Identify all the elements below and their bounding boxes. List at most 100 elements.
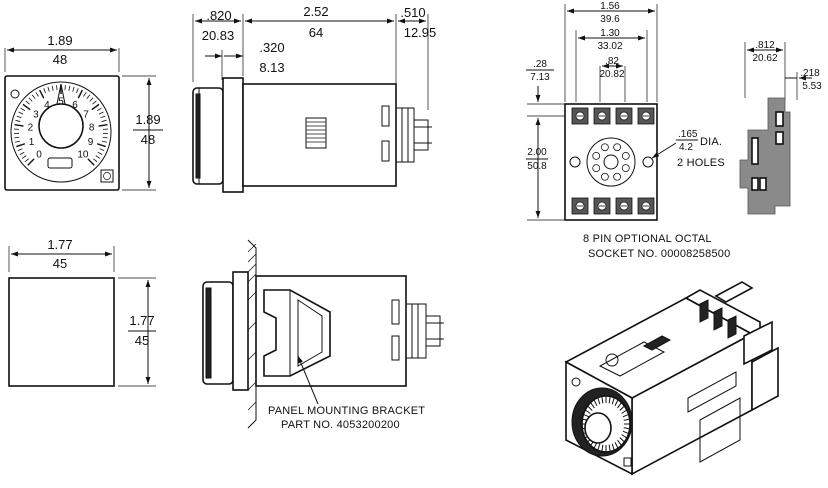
socket-terminal-span-mm: 33.02: [597, 41, 622, 52]
octal-ring: [586, 137, 636, 187]
dial-tick: [16, 115, 22, 119]
dial-tick: [98, 111, 104, 115]
cutout-height-mm: 45: [135, 333, 149, 348]
dial-tick: [98, 123, 108, 127]
socket-caption-1: 8 PIN OPTIONAL OCTAL: [583, 233, 712, 245]
indicator-lamp: [10, 89, 20, 99]
screw-head: [103, 172, 111, 180]
octal-pin-hole: [613, 172, 622, 181]
octal-pin-hole: [621, 164, 630, 173]
dial-number: 5: [58, 97, 64, 108]
window-slot: [47, 157, 73, 169]
front-height-mm: 48: [141, 132, 155, 147]
knurl-line: [608, 444, 611, 452]
socket-side-depth-in: .812: [755, 40, 775, 51]
bracket-caption-2: PART NO. 4053200200: [281, 419, 400, 431]
octal-pin-hole: [600, 143, 609, 152]
cutout-width-in: 1.77: [47, 237, 72, 252]
mount-knob-knurl: [205, 287, 212, 379]
socket-side-tab: [759, 177, 767, 191]
dial-number: 0: [36, 149, 42, 160]
knurl-line: [584, 409, 591, 414]
dial-tick: [51, 85, 54, 91]
pin-base: [395, 107, 415, 163]
knurl-line: [590, 402, 595, 409]
dial-tick: [15, 119, 21, 122]
dial-tick: [27, 158, 35, 166]
dial-tick: [14, 123, 24, 127]
mount-hole-right: [642, 156, 654, 168]
panel-cutout: [8, 277, 115, 387]
knurl-line: [623, 427, 630, 430]
socket-caption-2: SOCKET NO. 00008258500: [588, 248, 730, 260]
dial-tick: [86, 94, 91, 100]
knurl-line: [593, 399, 598, 407]
dial-ring: [10, 81, 112, 183]
socket-side-tab: [751, 137, 759, 165]
side-front-depth-mm: 20.83: [202, 28, 235, 43]
dial-tick: [22, 103, 31, 111]
dial-tick: [96, 143, 106, 148]
bracket-caption-1: PANEL MOUNTING BRACKET: [268, 405, 425, 417]
dial-tick: [25, 100, 30, 105]
knurl-line: [597, 397, 601, 405]
dial-tick: [19, 151, 25, 155]
iso-screw: [623, 457, 632, 467]
corner-screw: [100, 169, 114, 183]
socket-view: 1.56 39.6 1.30 33.02 .82 20.82 .28 7.13 …: [526, 1, 730, 260]
socket-height-mm: 50.8: [527, 161, 547, 172]
socket-side-offset-in: .218: [800, 68, 820, 79]
mount-slot-upper: [391, 299, 400, 325]
pins: [401, 108, 432, 162]
dial-tick: [31, 94, 36, 100]
knurl-line: [601, 444, 604, 452]
dial-tick: [20, 107, 26, 111]
socket-terminal-span-in: 1.30: [600, 28, 620, 39]
dial-tick: [39, 89, 45, 99]
dial-tick: [99, 148, 105, 152]
side-body-length-in: 2.52: [303, 4, 328, 19]
hole-dia-label: DIA.: [700, 136, 722, 148]
knurl-line: [621, 409, 628, 414]
side-housing: [242, 83, 397, 187]
side-front-depth-in: .820: [206, 8, 231, 23]
side-bezel-mm: 8.13: [259, 60, 284, 75]
knurl-line: [583, 413, 590, 418]
dial-tick: [72, 86, 75, 92]
dial-tick: [92, 100, 97, 105]
knurl-line: [611, 397, 615, 405]
front-height-in: 1.89: [135, 112, 160, 127]
iso-lamp: [571, 377, 581, 387]
dial-tick: [76, 88, 79, 94]
dial-tick: [16, 143, 26, 148]
dial-tick: [87, 158, 95, 166]
dial-tick: [43, 88, 46, 94]
mount-bezel: [232, 271, 249, 391]
dial-tick: [18, 111, 24, 115]
dial-tick: [96, 107, 102, 111]
side-pin-length-in: .510: [400, 5, 425, 20]
socket-offset-in: .28: [533, 59, 547, 70]
iso-knob-cap: [584, 412, 612, 444]
side-slot-lower: [381, 140, 390, 162]
octal-pin-hole: [621, 151, 630, 160]
knurl-line: [622, 430, 629, 435]
knurl-line: [619, 405, 625, 411]
socket-side-clip: [775, 111, 784, 127]
socket-width-mm: 39.6: [600, 14, 620, 25]
dial-knob[interactable]: [38, 103, 84, 149]
octal-pin-hole: [613, 143, 622, 152]
dial-number: 9: [88, 137, 94, 148]
dial-number: 4: [44, 100, 50, 111]
side-slot-upper: [381, 105, 390, 127]
key-pin: [413, 119, 429, 151]
socket-side-view: .812 20.62 .218 5.53: [739, 40, 822, 215]
cutout-height-in: 1.77: [129, 313, 154, 328]
dial-tick: [91, 103, 100, 111]
octal-key: [603, 154, 619, 170]
dial-number: 10: [77, 149, 89, 160]
holes-count: 2 HOLES: [677, 157, 725, 169]
panel-mounting-bracket: [263, 289, 331, 377]
side-body-length-mm: 64: [309, 25, 323, 40]
